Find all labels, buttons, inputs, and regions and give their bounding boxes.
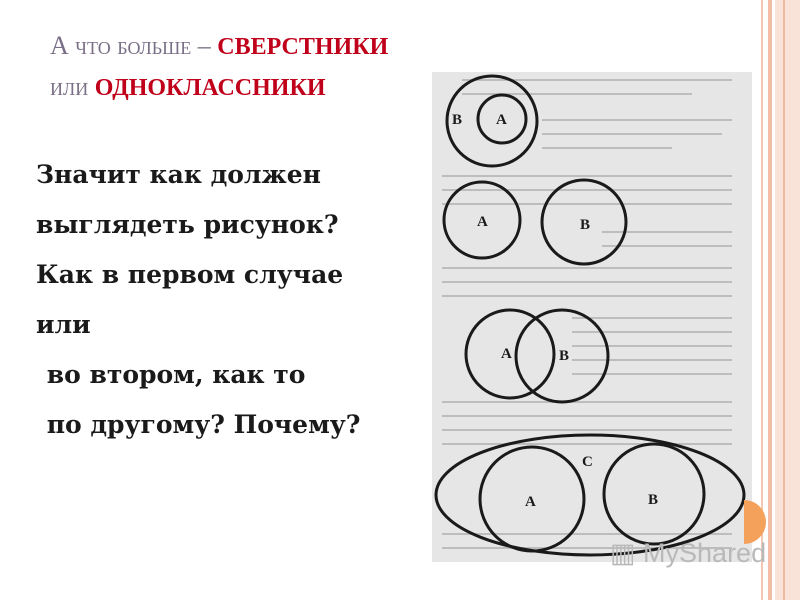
venn-diagrams: В А А В А В С А В bbox=[434, 74, 746, 557]
question-line: выглядеть рисунок? bbox=[36, 210, 339, 239]
border-stripe bbox=[768, 0, 772, 600]
question-line: во втором, как то bbox=[38, 360, 306, 389]
venn-circle-b bbox=[602, 442, 706, 546]
scan-text-lines bbox=[442, 79, 732, 549]
venn-label: В bbox=[559, 348, 569, 364]
question-line: Как в первом случае bbox=[36, 260, 344, 289]
question-line: или bbox=[36, 310, 91, 339]
watermark: ▥ MyShared bbox=[610, 538, 766, 569]
title-line-1: А что больше – сверстники bbox=[50, 26, 450, 67]
title-line-2: или одноклассники bbox=[50, 67, 450, 108]
venn-label: В bbox=[648, 492, 658, 508]
venn-label: А bbox=[501, 346, 512, 362]
border-stripe bbox=[775, 0, 800, 600]
venn-circle-a bbox=[464, 308, 556, 400]
border-stripe bbox=[783, 0, 785, 600]
venn-circle-a bbox=[478, 445, 586, 553]
venn-circle-b bbox=[445, 74, 539, 168]
venn-circle-a bbox=[476, 93, 528, 145]
watermark-text: MyShared bbox=[643, 538, 767, 568]
title-red: одноклассники bbox=[94, 75, 326, 101]
border-stripe bbox=[761, 0, 763, 600]
chart-icon: ▥ bbox=[610, 538, 636, 568]
title-plain: А что больше – bbox=[50, 31, 218, 60]
title-red: сверстники bbox=[217, 34, 389, 60]
venn-ellipse-c bbox=[434, 433, 746, 557]
slide-title: А что больше – сверстники или одноклассн… bbox=[50, 26, 450, 116]
venn-circle-b bbox=[540, 178, 628, 266]
venn-circle-a bbox=[442, 180, 522, 260]
decorative-tab bbox=[744, 500, 766, 544]
venn-label: А bbox=[477, 214, 488, 230]
question-line: Значит как должен bbox=[36, 160, 321, 189]
venn-label: А bbox=[525, 494, 536, 510]
question-line: по другому? Почему? bbox=[38, 410, 361, 439]
venn-circle-b bbox=[514, 308, 610, 404]
venn-label: В bbox=[452, 112, 462, 128]
venn-label: А bbox=[496, 112, 507, 128]
venn-label: В bbox=[580, 217, 590, 233]
textbook-scan: В А А В А В С А В bbox=[432, 72, 752, 562]
title-plain: или bbox=[50, 72, 95, 101]
question-text: Значит как должен выглядеть рисунок? Как… bbox=[36, 150, 446, 450]
venn-label: С bbox=[582, 454, 593, 470]
